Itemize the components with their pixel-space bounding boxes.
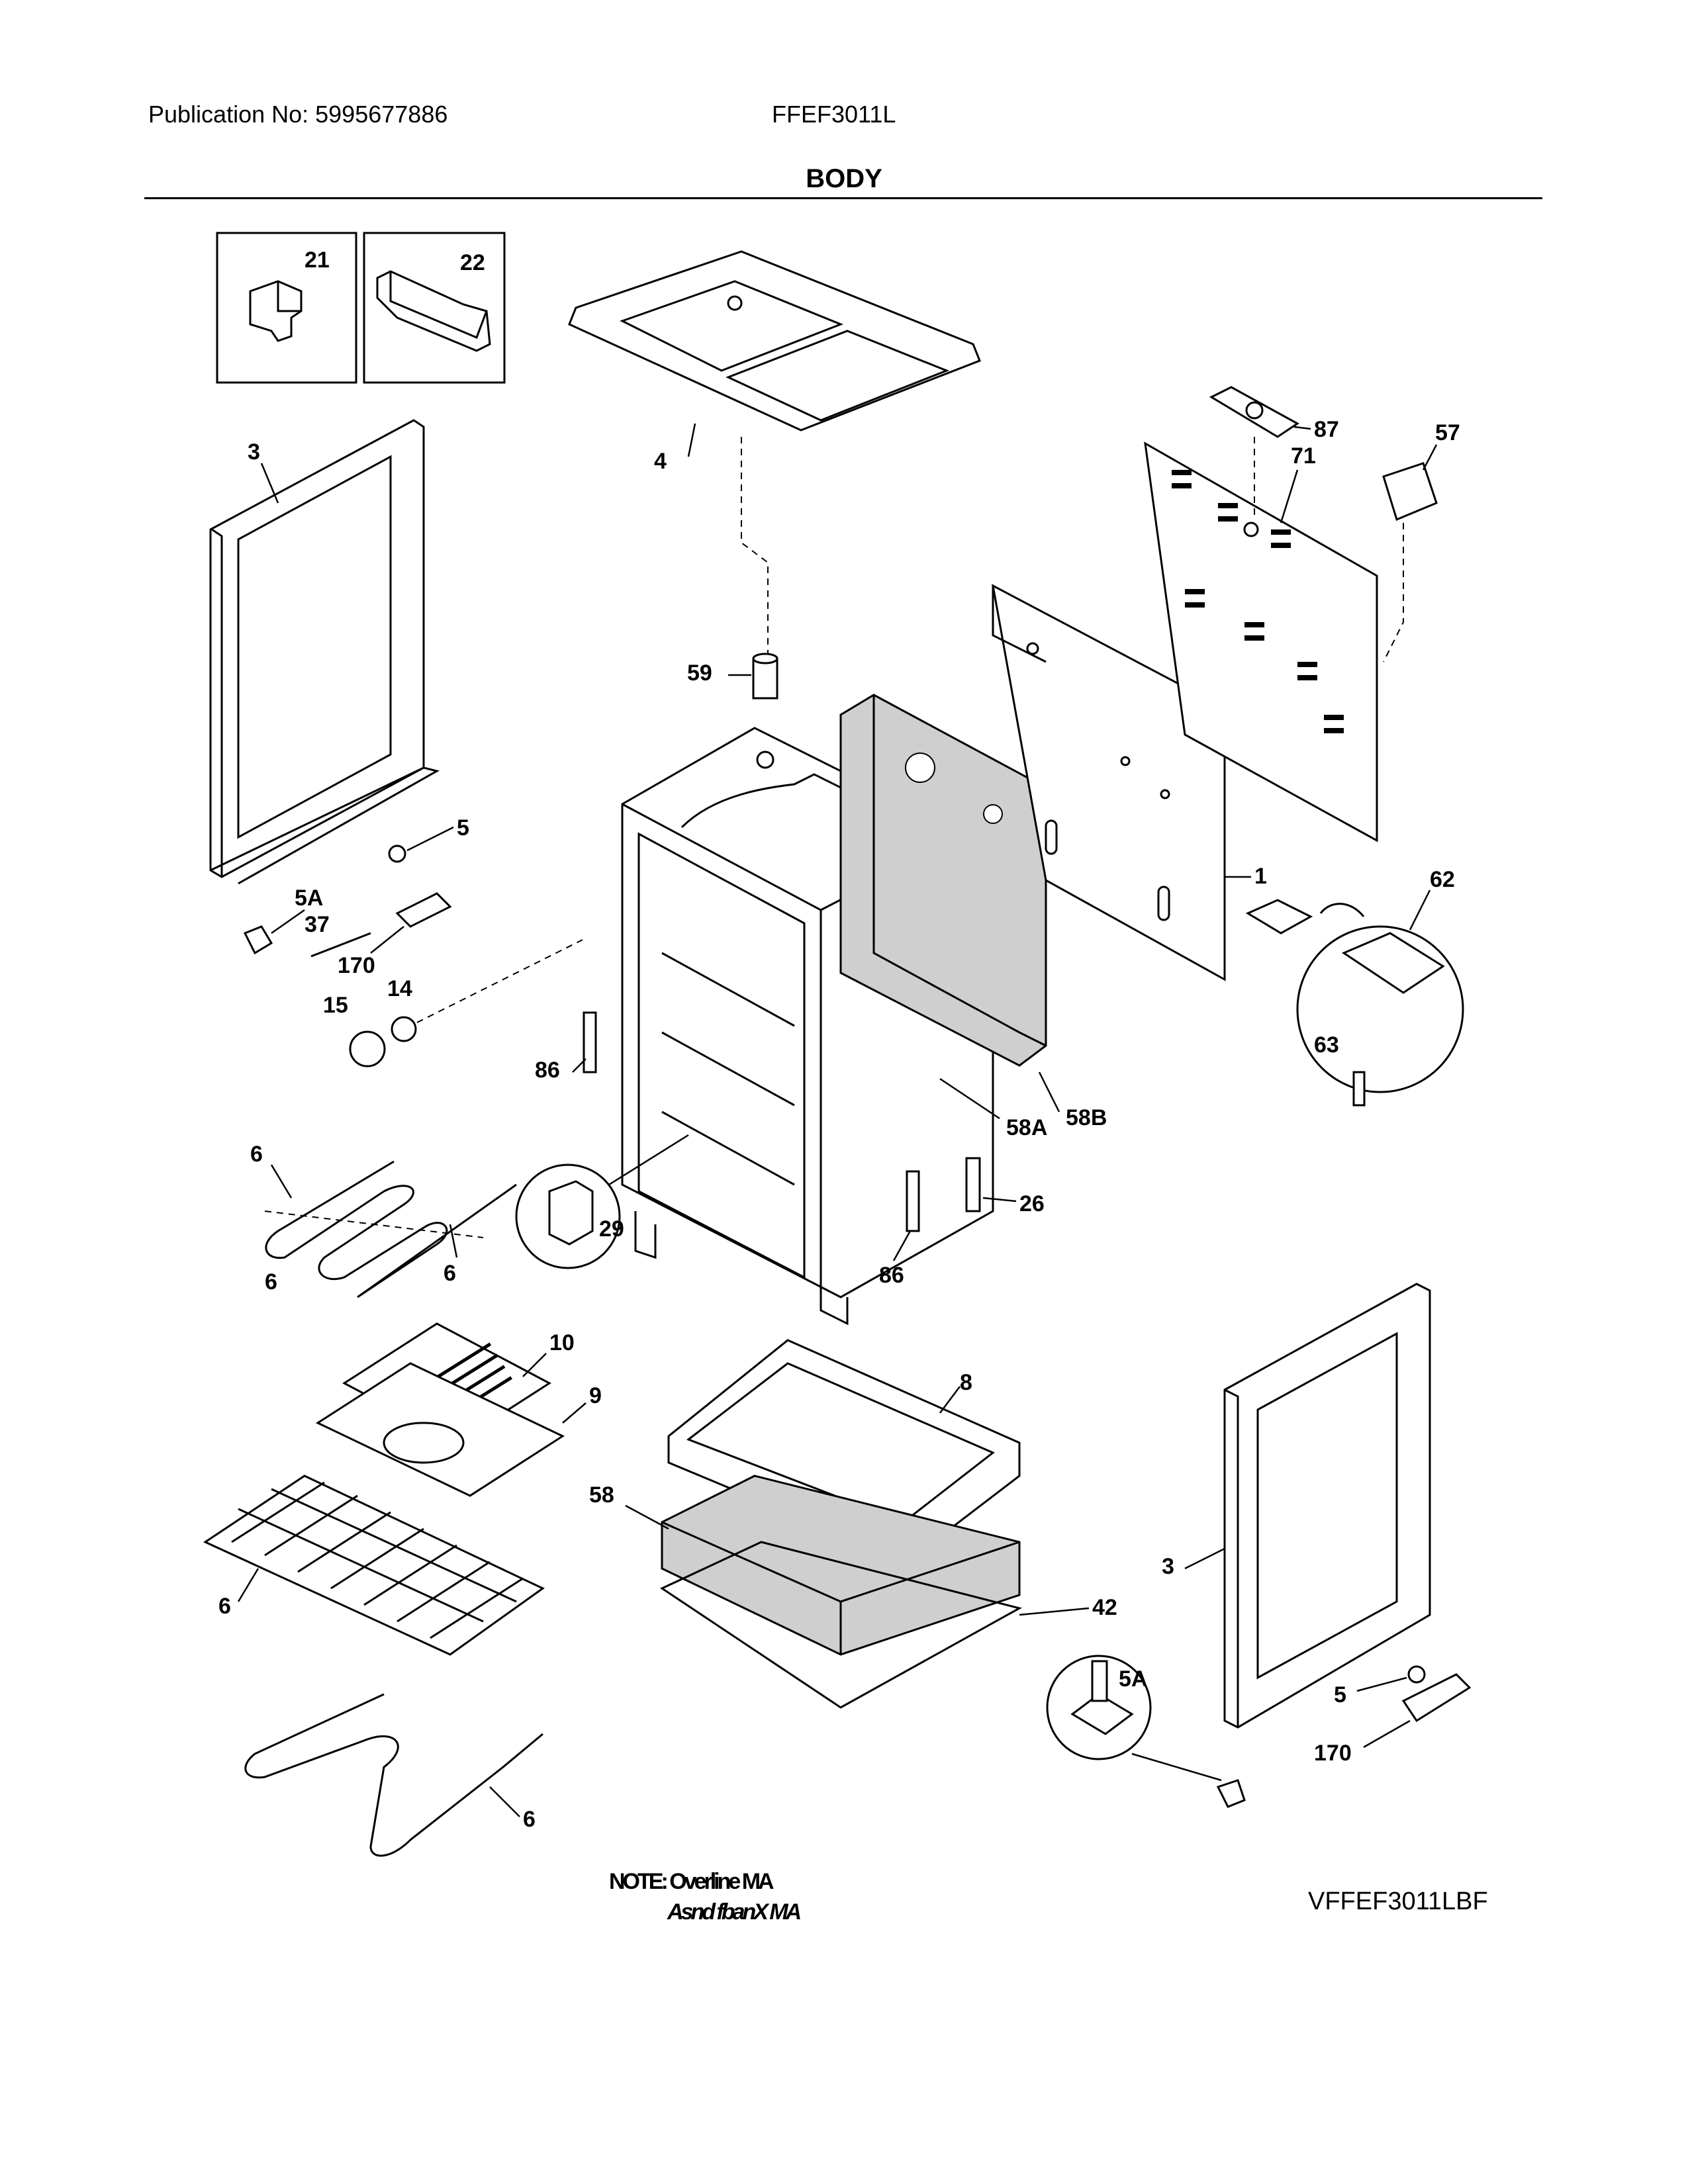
cooktop-support-panel: 4 [568,250,981,655]
callout-1: 1 [1254,864,1267,889]
callout-15: 15 [323,993,348,1018]
callout-5A-right: 5A [1119,1666,1147,1692]
part-59-spacer: 59 [687,653,778,700]
note-line-1: NOTE: Overline MA [609,1869,774,1894]
callout-6-rack: 6 [218,1594,231,1619]
callout-22: 22 [460,250,485,275]
callout-170-left: 170 [338,953,375,978]
callout-29: 29 [599,1216,624,1242]
callout-5-left: 5 [457,815,469,841]
inset-box-22: 22 [363,232,506,384]
callout-59: 59 [687,660,712,686]
part-29-inset: 29 [515,1134,689,1269]
callout-6-b: 6 [265,1269,277,1295]
callout-71: 71 [1291,443,1316,469]
callout-63: 63 [1314,1032,1339,1058]
callout-87: 87 [1314,417,1339,442]
callout-6-a: 6 [250,1142,263,1167]
part-87-plate: 87 [1209,386,1339,516]
callout-8: 8 [960,1370,972,1395]
left-hinge-parts: 5 5A 37 170 15 14 [243,815,583,1068]
right-oven-door: 3 [1162,1283,1431,1729]
callout-86-left: 86 [535,1058,560,1083]
callout-57: 57 [1435,420,1460,445]
callout-14: 14 [387,976,412,1001]
callout-4: 4 [654,449,667,474]
callout-3-left: 3 [248,439,260,465]
broiler-pan: 10 9 [315,1322,602,1497]
callout-10: 10 [549,1330,575,1355]
callout-58A: 58A [1006,1115,1047,1140]
callout-86-right: 86 [879,1263,904,1288]
callout-37: 37 [305,912,330,937]
callout-21: 21 [305,248,330,273]
callout-5A-left: 5A [295,886,323,911]
left-oven-door: 3 [209,419,440,885]
callout-42: 42 [1092,1595,1117,1620]
callout-3-right: 3 [1162,1554,1174,1579]
brackets-86: 86 86 [535,1011,920,1288]
header-rule [144,197,1542,199]
callout-5-right: 5 [1334,1682,1346,1707]
inset-box-21: 21 [216,232,357,384]
callout-58: 58 [589,1482,614,1508]
drawing-id: VFFEF3011LBF [1308,1888,1488,1915]
rear-panel-71: 71 [1144,441,1378,842]
part-26-bracket: 26 [965,1157,1045,1216]
callout-58B: 58B [1066,1105,1107,1130]
oven-rack: 6 [203,1475,545,1656]
callout-6-c: 6 [444,1261,456,1286]
callout-6-bottom: 6 [523,1807,536,1832]
bottom-panel-42: 42 [659,1541,1117,1709]
callout-62: 62 [1430,867,1455,892]
insulation-58A-58B: 58A 58B [839,694,1107,1140]
rear-panel-1: 1 [991,584,1267,981]
model-number: FFEF3011L [772,101,896,128]
section-title: BODY [806,164,882,193]
insulation-58: 58 [589,1475,1021,1656]
publication-number: Publication No: 5995677886 [148,101,448,128]
callout-26: 26 [1019,1191,1045,1216]
terminal-block-inset: 62 63 [1245,867,1464,1107]
right-hinge-parts: 5A 5 170 [1046,1655,1472,1808]
bake-element: 6 [244,1693,543,1857]
broil-element: 6 6 6 [250,1142,517,1298]
note-line-2: Asnd fbanX MA [667,1899,802,1925]
part-57-cover: 57 [1382,420,1460,662]
callout-170-right: 170 [1314,1741,1352,1766]
callout-9: 9 [589,1383,602,1408]
